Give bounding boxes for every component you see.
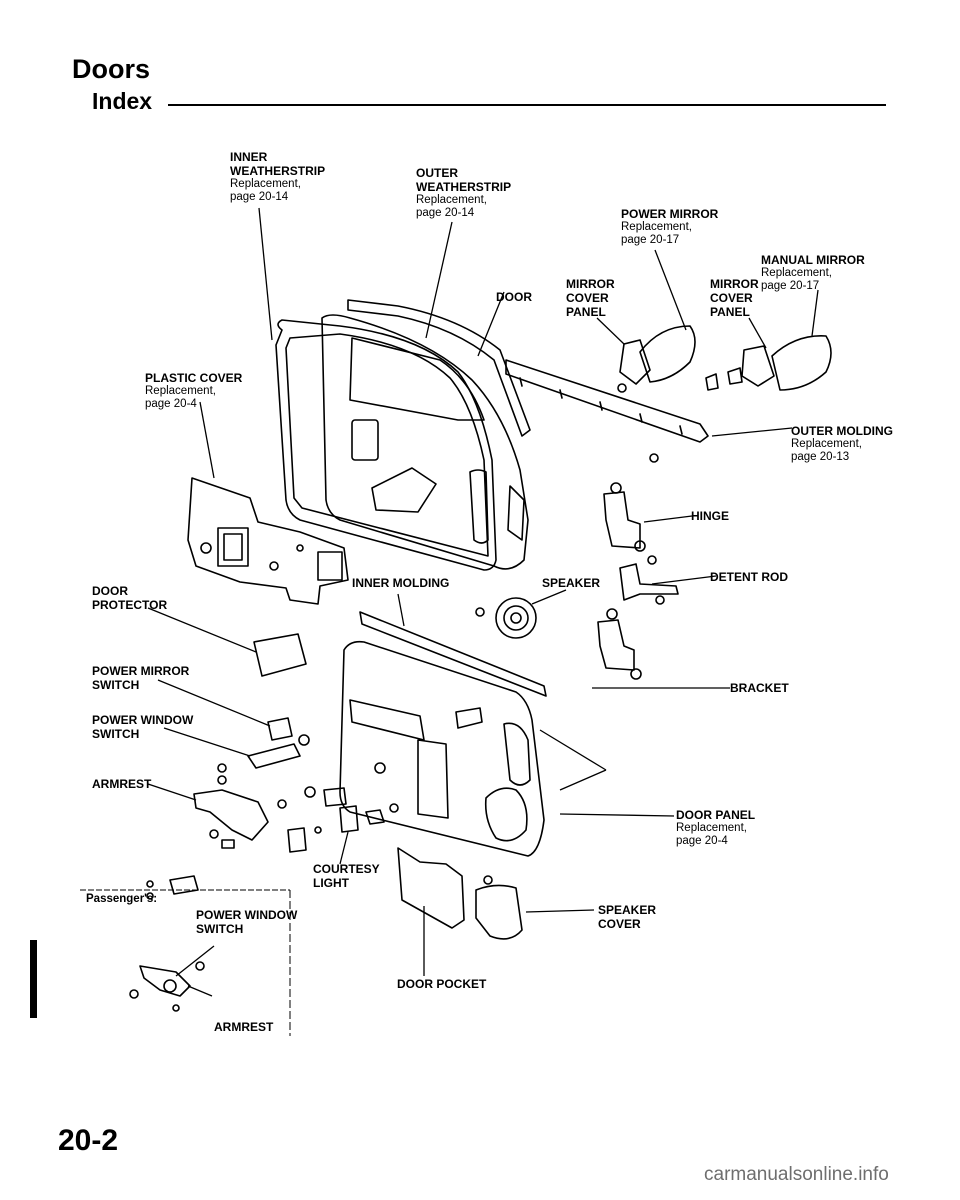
manual-mirror-ref: Replacement, page 20-17 xyxy=(761,267,832,292)
callout-power-mirror-switch: POWER MIRROR SWITCH xyxy=(92,664,189,692)
outer-weatherstrip-label: OUTER WEATHERSTRIP xyxy=(416,166,512,194)
door-protector-label: DOOR PROTECTOR xyxy=(92,584,168,612)
outer-molding-label: OUTER MOLDING xyxy=(791,424,893,438)
hinge-label: HINGE xyxy=(691,509,730,523)
power-window-switch-part xyxy=(247,743,301,769)
inner-weatherstrip-label: INNER WEATHERSTRIP xyxy=(230,150,326,178)
callout-power-window-switch: POWER WINDOW SWITCH xyxy=(92,713,193,741)
armrest-label: ARMREST xyxy=(92,777,152,791)
inner-molding-label: INNER MOLDING xyxy=(352,576,450,590)
inner-molding-part xyxy=(359,611,547,697)
speaker-label: SPEAKER xyxy=(542,576,601,590)
door-shell-part xyxy=(321,314,529,570)
callout-mirror-cover-panel-manual: MIRROR COVER PANEL xyxy=(710,277,759,319)
section-title: Doors xyxy=(72,54,151,84)
bracket-label: BRACKET xyxy=(730,681,789,695)
passenger-inset: Passenger's: xyxy=(86,892,157,906)
power-mirror-label: POWER MIRROR xyxy=(621,207,719,221)
hinge-part xyxy=(603,491,641,549)
page-number: 20-2 xyxy=(58,1124,119,1157)
power-mirror-switch-label: POWER MIRROR SWITCH xyxy=(92,664,190,692)
callout-door-panel: DOOR PANEL Replacement, page 20-4 xyxy=(676,808,755,848)
courtesy-light-part xyxy=(339,805,359,833)
callout-manual-mirror: MANUAL MIRROR Replacement, page 20-17 xyxy=(761,253,865,293)
watermark: carmanualsonline.info xyxy=(704,1164,889,1185)
page-edge-bar xyxy=(30,940,37,1018)
plastic-cover-label: PLASTIC COVER xyxy=(145,371,243,385)
passenger-armrest-label: ARMREST xyxy=(214,1020,274,1034)
section-subtitle: Index xyxy=(92,88,153,114)
power-mirror-part xyxy=(619,339,651,385)
passenger-power-window-switch-label: POWER WINDOW SWITCH xyxy=(196,908,298,936)
power-window-switch-label: POWER WINDOW SWITCH xyxy=(92,713,194,741)
callout-door-protector: DOOR PROTECTOR xyxy=(92,584,167,612)
door-panel-ref: Replacement, page 20-4 xyxy=(676,822,747,847)
header-rule xyxy=(168,104,886,106)
callout-armrest: ARMREST xyxy=(92,777,151,791)
callout-door: DOOR xyxy=(496,290,532,304)
power-mirror-switch-part xyxy=(267,717,293,741)
callout-courtesy-light: COURTESY LIGHT xyxy=(313,862,380,890)
callout-speaker: SPEAKER xyxy=(542,576,600,590)
plastic-cover-part xyxy=(187,477,349,605)
manual-mirror-label: MANUAL MIRROR xyxy=(761,253,865,267)
callout-hinge: HINGE xyxy=(691,509,729,523)
outer-molding-ref: Replacement, page 20-13 xyxy=(791,438,862,463)
callout-mirror-cover-panel-power: MIRROR COVER PANEL xyxy=(566,277,615,319)
door-pocket-label: DOOR POCKET xyxy=(397,977,487,991)
outer-molding-part xyxy=(505,359,709,443)
callout-detent-rod: DETENT ROD xyxy=(710,570,788,584)
manual-mirror-part xyxy=(741,345,775,387)
callout-inner-molding: INNER MOLDING xyxy=(352,576,449,590)
callout-passenger-power-window-switch: POWER WINDOW SWITCH xyxy=(196,908,297,936)
speaker-part xyxy=(495,597,537,639)
outer-weatherstrip-ref: Replacement, page 20-14 xyxy=(416,194,487,219)
inner-weatherstrip-part xyxy=(275,319,497,571)
outer-weatherstrip-part xyxy=(347,299,531,437)
speaker-cover-part xyxy=(475,884,523,940)
callout-plastic-cover: PLASTIC COVER Replacement, page 20-4 xyxy=(145,371,242,411)
callout-door-pocket: DOOR POCKET xyxy=(397,977,486,991)
speaker-cover-label: SPEAKER COVER xyxy=(598,903,657,931)
door-protector-part xyxy=(253,633,307,677)
callout-bracket: BRACKET xyxy=(730,681,789,695)
callout-speaker-cover: SPEAKER COVER xyxy=(598,903,656,931)
detent-rod-label: DETENT ROD xyxy=(710,570,788,584)
door-panel-label: DOOR PANEL xyxy=(676,808,756,822)
callout-outer-molding: OUTER MOLDING Replacement, page 20-13 xyxy=(791,424,893,464)
callout-passenger-armrest: ARMREST xyxy=(214,1020,273,1034)
plastic-cover-ref: Replacement, page 20-4 xyxy=(145,385,216,410)
power-mirror-ref: Replacement, page 20-17 xyxy=(621,221,692,246)
callout-outer-weatherstrip: OUTER WEATHERSTRIP Replacement, page 20-… xyxy=(416,166,511,220)
courtesy-light-label: COURTESY LIGHT xyxy=(313,862,380,890)
mirror-cover-panel-label: MIRROR COVER PANEL xyxy=(710,277,759,319)
inner-weatherstrip-ref: Replacement, page 20-14 xyxy=(230,178,301,203)
armrest-part xyxy=(193,789,269,841)
mirror-cover-panel-label: MIRROR COVER PANEL xyxy=(566,277,615,319)
callout-inner-weatherstrip: INNER WEATHERSTRIP Replacement, page 20-… xyxy=(230,150,325,204)
door-label: DOOR xyxy=(496,290,532,304)
detent-rod-part xyxy=(619,563,679,601)
callout-power-mirror: POWER MIRROR Replacement, page 20-17 xyxy=(621,207,718,247)
passenger-heading: Passenger's: xyxy=(86,893,158,905)
door-pocket-part xyxy=(397,847,465,929)
